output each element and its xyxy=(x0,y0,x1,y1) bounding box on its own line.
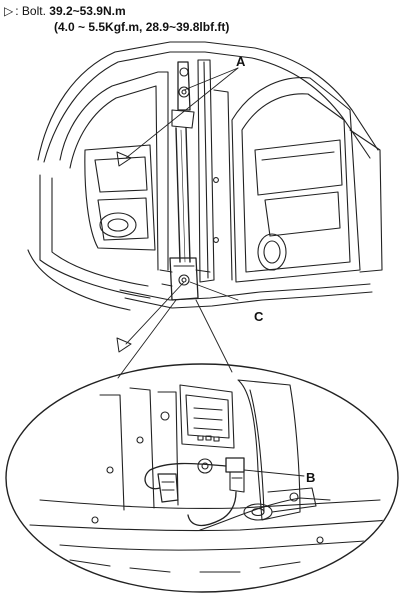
bolt-triangle-icon: ▷ xyxy=(4,4,14,18)
torque-alt-value: (4.0 ~ 5.5Kgf.m, 28.9~39.8lbf.ft) xyxy=(54,20,230,34)
torque-nm-value: 39.2~53.9N.m xyxy=(49,4,126,18)
detail-view xyxy=(5,363,399,593)
bolt-marker-icons xyxy=(116,151,132,353)
torque-spec: ▷: Bolt. 39.2~53.9N.m (4.0 ~ 5.5Kgf.m, 2… xyxy=(4,3,400,35)
bolt-marker-upper-icon xyxy=(116,151,132,167)
vehicle-body-view xyxy=(27,41,383,311)
torque-spec-line-1: ▷: Bolt. 39.2~53.9N.m xyxy=(4,3,400,19)
torque-spec-prefix: : Bolt. xyxy=(15,4,46,18)
zoom-guide-lines xyxy=(117,299,233,379)
callout-a-label: A xyxy=(236,54,246,69)
callout-leaders xyxy=(125,67,239,345)
callout-c-label: C xyxy=(254,309,264,324)
bolt-marker-lower-icon xyxy=(116,337,132,353)
callout-b-label: B xyxy=(306,470,316,485)
